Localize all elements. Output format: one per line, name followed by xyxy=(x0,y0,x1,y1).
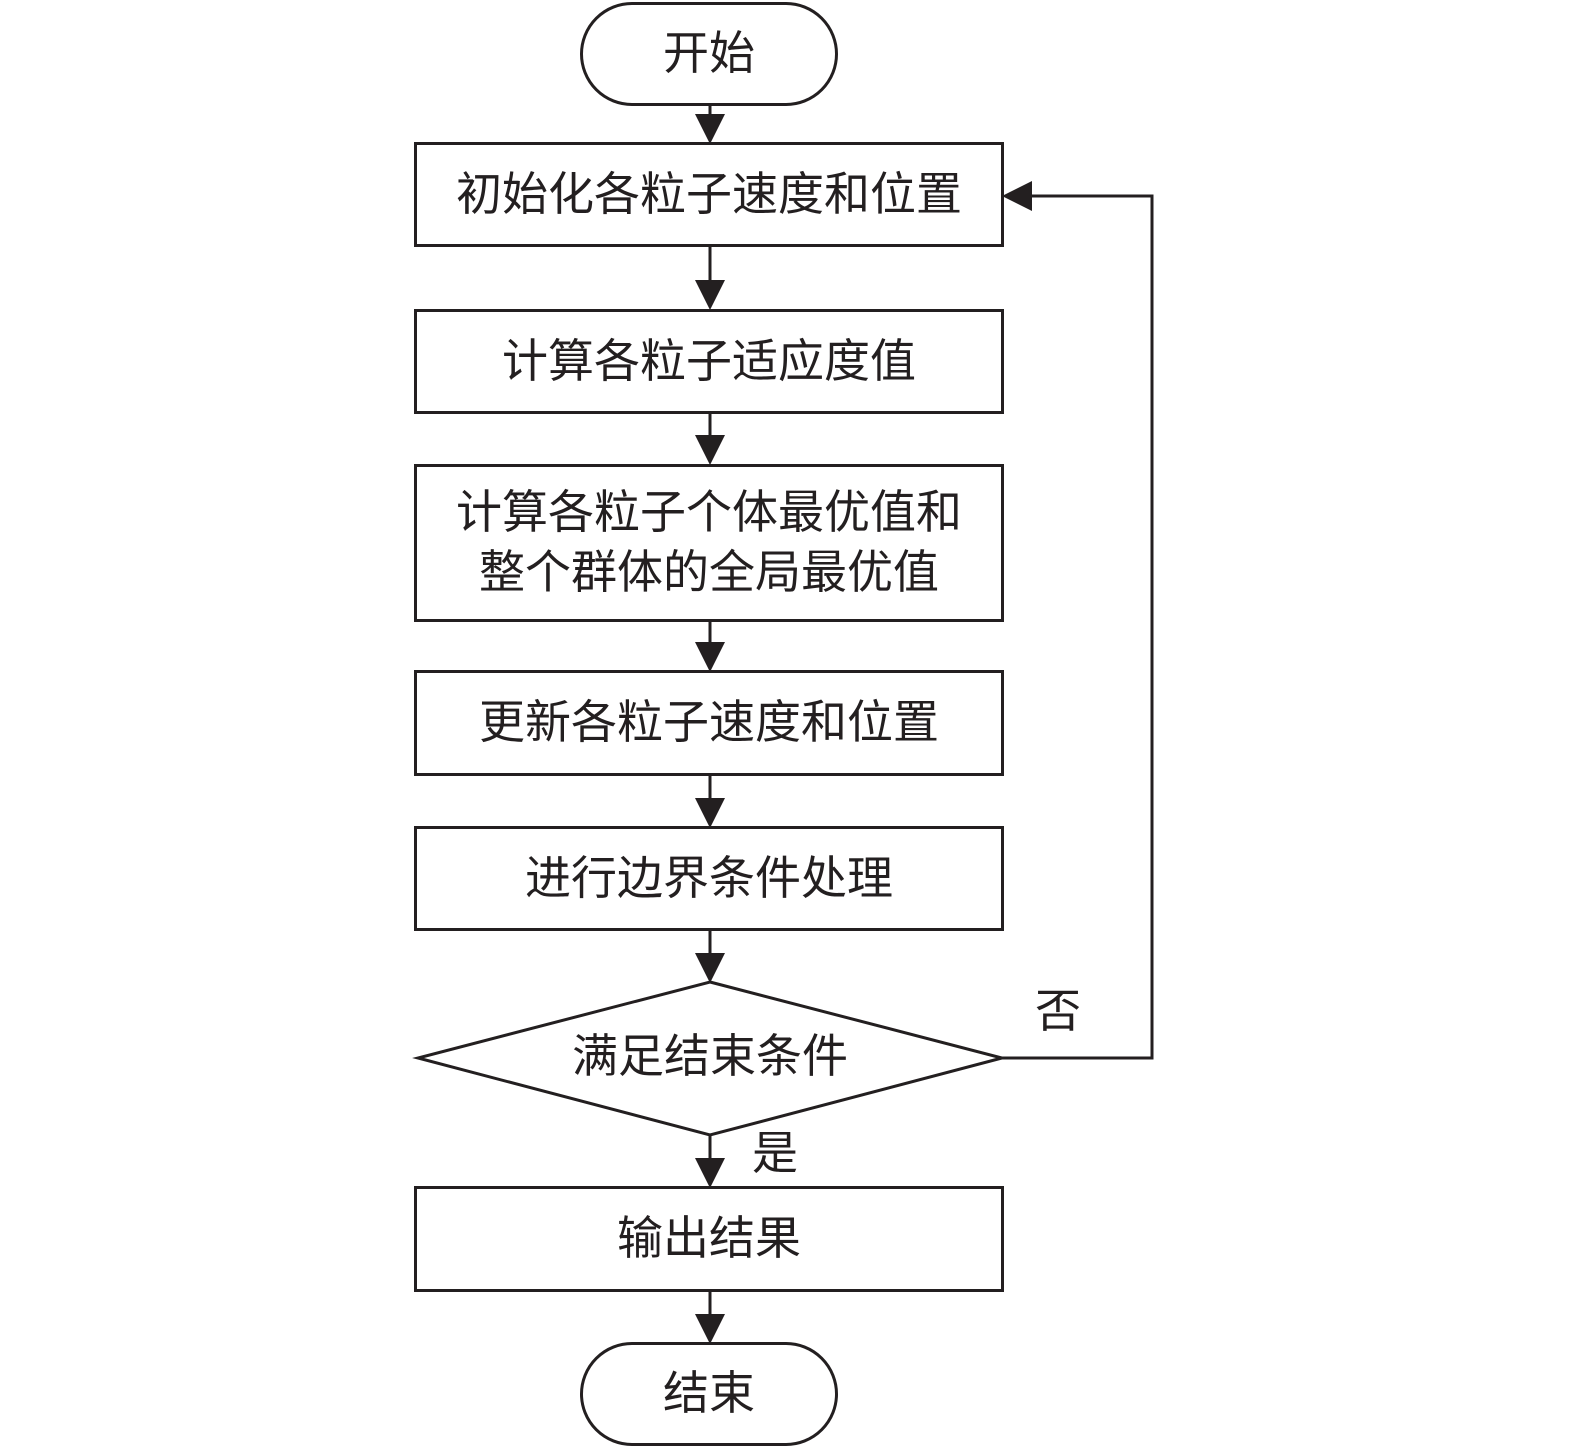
boundary-label: 进行边界条件处理 xyxy=(525,850,893,905)
decision-diamond xyxy=(412,980,1008,1137)
no-branch-label: 否 xyxy=(1035,984,1081,1038)
best-step: 计算各粒子个体最优值和 整个群体的全局最优值 xyxy=(414,464,1004,622)
update-label: 更新各粒子速度和位置 xyxy=(479,695,939,750)
end-terminal: 结束 xyxy=(580,1342,838,1446)
update-step: 更新各粒子速度和位置 xyxy=(414,670,1004,776)
start-label: 开始 xyxy=(663,26,755,81)
best-label-line2: 整个群体的全局最优值 xyxy=(479,545,939,599)
start-terminal: 开始 xyxy=(580,2,838,106)
arrow-loop-back-no xyxy=(1002,181,1154,1060)
end-label: 结束 xyxy=(663,1366,755,1421)
fitness-step: 计算各粒子适应度值 xyxy=(414,309,1004,414)
fitness-label: 计算各粒子适应度值 xyxy=(502,333,916,388)
output-step: 输出结果 xyxy=(414,1186,1004,1292)
decision-label: 满足结束条件 xyxy=(572,1029,848,1083)
boundary-step: 进行边界条件处理 xyxy=(414,826,1004,931)
output-label: 输出结果 xyxy=(617,1211,801,1266)
best-label-line1: 计算各粒子个体最优值和 xyxy=(456,485,962,540)
init-step: 初始化各粒子速度和位置 xyxy=(414,142,1004,247)
yes-branch-label: 是 xyxy=(752,1126,798,1180)
init-label: 初始化各粒子速度和位置 xyxy=(456,166,962,221)
